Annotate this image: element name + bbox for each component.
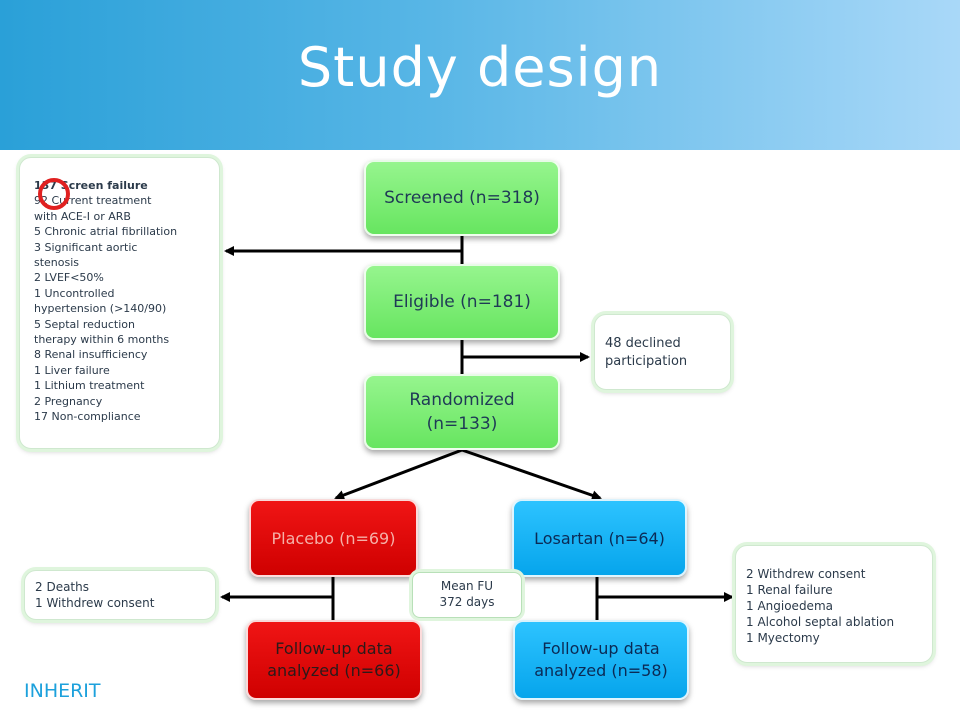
- mean-fu-note: Mean FU 372 days: [412, 572, 522, 618]
- screen-failure-item: 17 Non-compliance: [34, 410, 141, 424]
- mean-fu-line2: 372 days: [439, 595, 495, 609]
- losartan-dropouts-item: 1 Angioedema: [746, 599, 833, 613]
- screen-failure-item: 1 Uncontrolled: [34, 286, 115, 300]
- screen-failure-item: 2 Pregnancy: [34, 394, 103, 408]
- followup-losartan-line1: Follow-up data: [542, 639, 660, 658]
- losartan-box: Losartan (n=64): [512, 499, 687, 577]
- followup-placebo-line1: Follow-up data: [275, 639, 393, 658]
- screen-failure-item: 3 Significant aortic: [34, 240, 138, 254]
- followup-placebo-box: Follow-up data analyzed (n=66): [246, 620, 422, 700]
- page-title: Study design: [297, 36, 663, 99]
- followup-losartan-box: Follow-up data analyzed (n=58): [513, 620, 689, 700]
- brand-label: INHERIT: [24, 680, 101, 702]
- eligible-label: Eligible (n=181): [393, 292, 531, 312]
- placebo-box: Placebo (n=69): [249, 499, 418, 577]
- screen-failure-item: stenosis: [34, 256, 80, 270]
- losartan-dropouts-item: 2 Withdrew consent: [746, 567, 866, 581]
- followup-placebo-line2: analyzed (n=66): [267, 661, 401, 680]
- losartan-dropouts-note: 2 Withdrew consent 1 Renal failure 1 Ang…: [735, 545, 933, 663]
- declined-line1: 48 declined: [605, 336, 681, 351]
- screen-failure-item: 1 Lithium treatment: [34, 379, 145, 393]
- screen-failure-item: 5 Chronic atrial fibrillation: [34, 225, 178, 239]
- eligible-box: Eligible (n=181): [364, 264, 560, 340]
- losartan-label: Losartan (n=64): [534, 528, 665, 548]
- screen-failure-item: 5 Septal reduction: [34, 317, 135, 331]
- losartan-dropouts-item: 1 Myectomy: [746, 631, 820, 645]
- screen-failure-item: with ACE-I or ARB: [34, 209, 131, 223]
- screen-failure-item: therapy within 6 months: [34, 333, 170, 347]
- screen-failure-item: hypertension (>140/90): [34, 302, 167, 316]
- randomized-label-line1: Randomized: [409, 390, 515, 410]
- screen-failure-item: 2 LVEF<50%: [34, 271, 104, 285]
- losartan-dropouts-item: 1 Alcohol septal ablation: [746, 615, 895, 629]
- followup-losartan-line2: analyzed (n=58): [534, 661, 668, 680]
- mean-fu-line1: Mean FU: [440, 579, 494, 593]
- placebo-dropouts-note: 2 Deaths 1 Withdrew consent: [24, 570, 216, 620]
- placebo-dropouts-line2: 1 Withdrew consent: [35, 596, 155, 610]
- arrow-to-placebo: [334, 448, 463, 500]
- screened-label: Screened (n=318): [384, 188, 540, 208]
- placebo-label: Placebo (n=69): [271, 528, 396, 548]
- randomized-label-line2: (n=133): [426, 414, 498, 434]
- header-banner: [0, 0, 960, 150]
- screen-failure-item: 1 Liver failure: [34, 363, 110, 377]
- placebo-dropouts-line1: 2 Deaths: [35, 580, 89, 594]
- declined-line2: participation: [605, 354, 688, 369]
- randomized-box: Randomized (n=133): [364, 374, 560, 450]
- declined-note: 48 declined participation: [594, 314, 731, 390]
- highlight-circle: [38, 178, 70, 210]
- arrow-to-losartan: [461, 448, 602, 501]
- screened-box: Screened (n=318): [364, 160, 560, 236]
- losartan-dropouts-item: 1 Renal failure: [746, 583, 833, 597]
- screen-failure-item: 8 Renal insufficiency: [34, 348, 148, 362]
